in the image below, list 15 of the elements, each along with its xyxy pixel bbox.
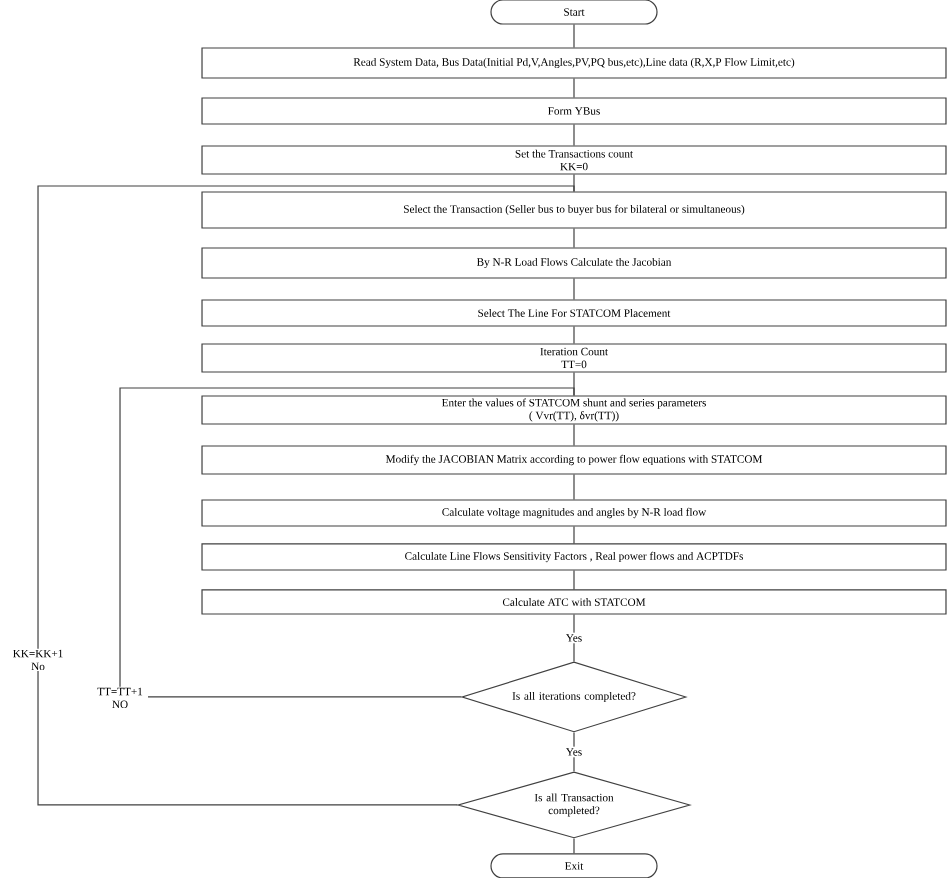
connector-line [573, 473, 575, 500]
connector-line [573, 613, 575, 662]
connector-line [573, 24, 575, 48]
connector-line [573, 423, 575, 446]
connector-line [37, 185, 575, 806]
connector-line [119, 387, 575, 698]
connector-line [573, 124, 575, 146]
connector-line [573, 228, 575, 248]
connector-line [573, 325, 575, 344]
connector-line [573, 78, 575, 98]
connector-line [573, 525, 575, 544]
connector-line [573, 837, 575, 854]
connector-line [573, 569, 575, 590]
connector-line [573, 278, 575, 300]
connector-line [573, 731, 575, 772]
